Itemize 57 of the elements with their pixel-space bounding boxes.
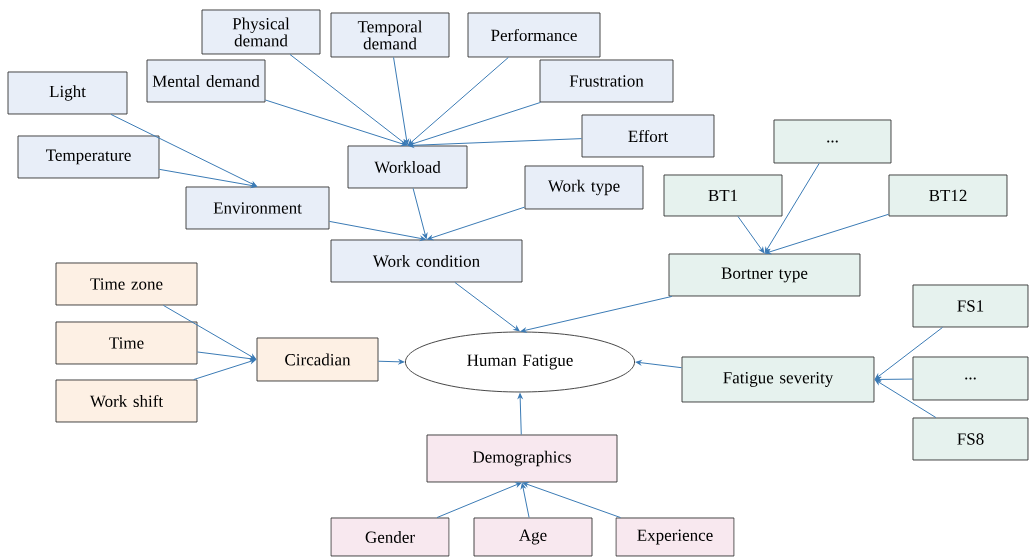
- arrow: [408, 101, 541, 147]
- arrow: [875, 379, 937, 419]
- factor-box: Time: [55, 321, 198, 365]
- factor-box: Mental demand: [146, 59, 266, 103]
- arrow: [110, 113, 257, 187]
- arrow: [162, 304, 256, 360]
- factor-box: Gender: [330, 517, 450, 557]
- factor-box: Work condition: [330, 239, 523, 283]
- arrow: [158, 168, 257, 188]
- factor-box: Circadian: [256, 337, 379, 382]
- arrow: [520, 483, 530, 519]
- arrow: [454, 281, 520, 332]
- arrow: [874, 326, 943, 380]
- arrow: [635, 360, 683, 369]
- arrow: [522, 482, 621, 519]
- factor-box: Performance: [467, 12, 601, 58]
- factor-box: Physical demand: [201, 9, 321, 55]
- factor-box: Fatigue severity: [681, 356, 875, 403]
- arrow: [875, 377, 914, 382]
- arrow: [737, 215, 765, 253]
- factor-box: ...: [912, 356, 1029, 401]
- arrow: [412, 187, 428, 239]
- arrow: [427, 206, 526, 241]
- arrow: [196, 351, 256, 362]
- arrow: [765, 213, 890, 255]
- factor-box: Environment: [185, 186, 330, 230]
- factor-box: Temporal demand: [330, 12, 450, 58]
- arrow: [764, 162, 820, 253]
- factor-box: Experience: [615, 517, 735, 557]
- factor-box: Light: [7, 71, 128, 115]
- arrow: [408, 138, 583, 148]
- arrow: [517, 393, 523, 436]
- arrow: [289, 53, 407, 146]
- factor-box: Frustration: [539, 59, 674, 103]
- factor-box: Temperature: [17, 135, 160, 179]
- ellipse-node: Human Fatigue: [405, 331, 635, 393]
- arrow: [264, 99, 407, 147]
- arrow: [520, 295, 673, 333]
- arrow: [193, 358, 256, 381]
- factor-box: FS8: [912, 417, 1029, 461]
- factor-box: Age: [473, 517, 593, 557]
- arrow: [393, 56, 409, 145]
- factor-box: Workload: [347, 145, 468, 189]
- arrow: [328, 220, 426, 241]
- arrow: [407, 56, 509, 146]
- factor-box: Time zone: [55, 262, 198, 306]
- factor-box: ...: [773, 119, 892, 164]
- factor-box: Effort: [581, 114, 715, 158]
- factor-box: BT1: [663, 174, 783, 217]
- factor-box: FS1: [912, 284, 1029, 328]
- factor-box: Bortner type: [668, 253, 861, 297]
- arrow: [436, 482, 522, 519]
- factor-box: Work shift: [55, 379, 198, 423]
- factor-box: Demographics: [426, 434, 618, 483]
- factor-box: Work type: [524, 165, 644, 210]
- arrow: [377, 359, 405, 365]
- factor-box: BT12: [888, 174, 1008, 217]
